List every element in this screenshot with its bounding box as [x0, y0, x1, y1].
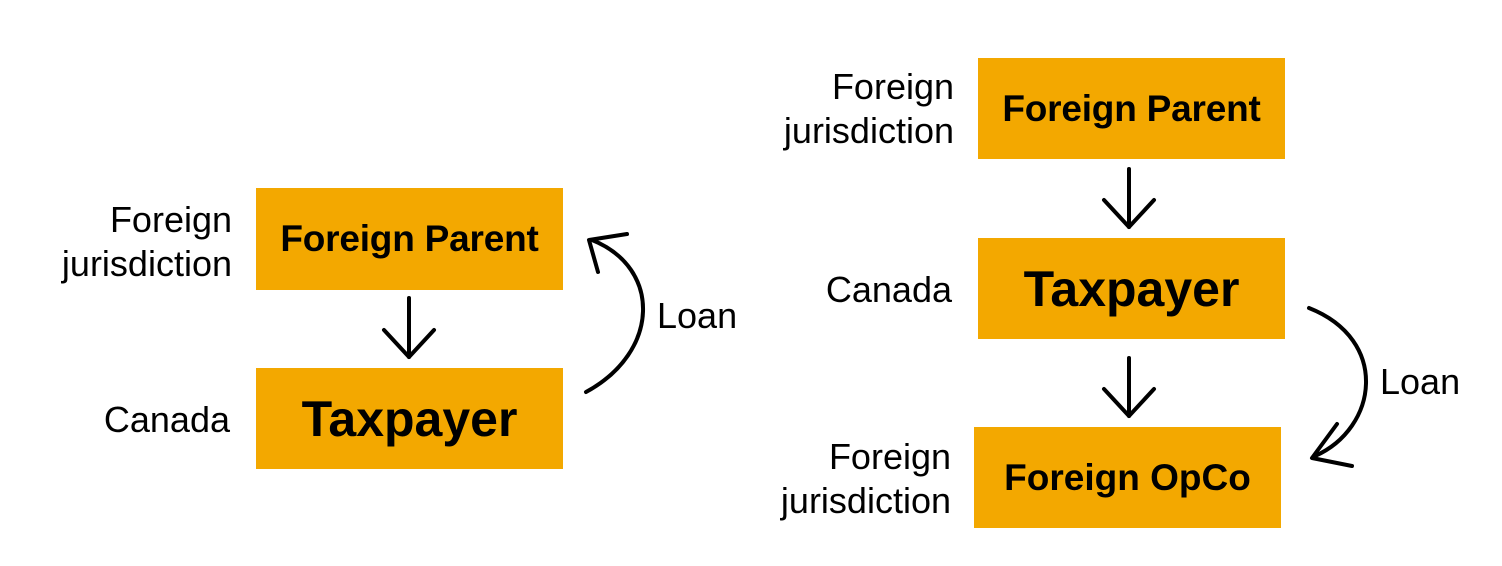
right-taxpayer-jurisdiction-text: Canada	[825, 269, 952, 310]
right-taxpayer-jurisdiction-label: Canada	[780, 268, 952, 312]
right-opco-jurisdiction-label: Foreign jurisdiction	[735, 435, 951, 523]
right-foreign-opco-text: Foreign OpCo	[1004, 456, 1251, 498]
left-ownership-arrow	[382, 296, 436, 359]
right-foreign-parent-text: Foreign Parent	[1002, 87, 1261, 129]
right-foreign-parent-box: Foreign Parent	[978, 58, 1285, 159]
right-parent-jurisdiction-label: Foreign jurisdiction	[740, 65, 954, 153]
right-loan-arrow	[1307, 306, 1368, 468]
left-loan-arrow	[584, 232, 645, 394]
left-taxpayer-jurisdiction-label: Canada	[60, 398, 230, 442]
right-loan-label: Loan	[1380, 361, 1461, 402]
left-taxpayer-box: Taxpayer	[256, 368, 563, 469]
left-parent-jurisdiction-line2: jurisdiction	[61, 243, 232, 284]
right-foreign-opco-box: Foreign OpCo	[974, 427, 1281, 528]
right-opco-jurisdiction-line2: jurisdiction	[780, 480, 951, 521]
left-taxpayer-jurisdiction-text: Canada	[103, 399, 230, 440]
right-parent-jurisdiction-line2: jurisdiction	[783, 110, 954, 151]
right-parent-jurisdiction-line1: Foreign	[831, 66, 954, 107]
right-ownership-arrow-2	[1102, 356, 1156, 418]
right-taxpayer-box: Taxpayer	[978, 238, 1285, 339]
right-taxpayer-text: Taxpayer	[1023, 260, 1240, 317]
left-taxpayer-text: Taxpayer	[301, 390, 518, 447]
left-loan-label: Loan	[657, 295, 738, 336]
left-foreign-parent-text: Foreign Parent	[280, 218, 539, 259]
left-parent-jurisdiction-label: Foreign jurisdiction	[30, 198, 232, 286]
right-opco-jurisdiction-line1: Foreign	[828, 436, 951, 477]
right-ownership-arrow-1	[1102, 167, 1156, 229]
left-parent-jurisdiction-line1: Foreign	[109, 199, 232, 240]
left-foreign-parent-box: Foreign Parent	[256, 188, 563, 290]
